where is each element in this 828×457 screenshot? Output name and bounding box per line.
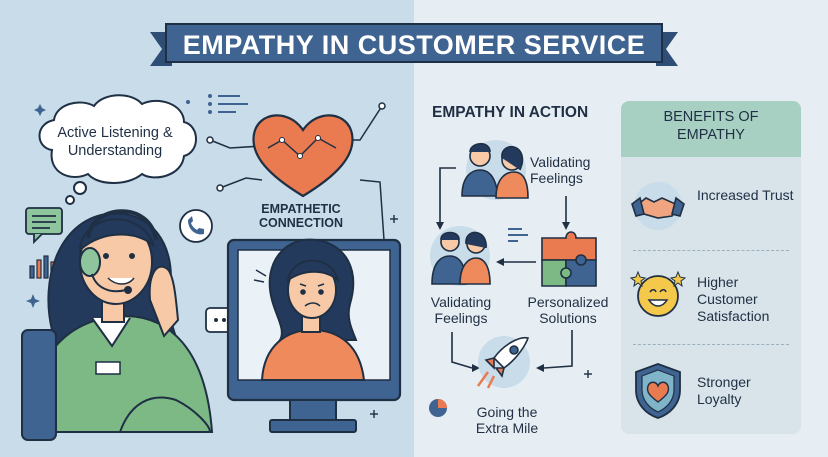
pie-chart-icon	[429, 399, 447, 417]
step-validating-feelings-1: Validating Feelings	[530, 154, 591, 186]
benefit-higher-satisfaction: Higher Customer Satisfaction	[697, 274, 770, 324]
people-comfort-icon	[461, 140, 529, 200]
smiley-stars-icon	[629, 270, 687, 317]
puzzle-icon	[541, 231, 597, 287]
agent-figure	[26, 209, 214, 433]
benefits-title: BENEFITS OF EMPATHY	[663, 109, 759, 143]
thought-bubble-text: Active Listening & Understanding	[57, 125, 173, 159]
chair	[21, 329, 57, 441]
phone-bubble-icon	[179, 209, 213, 243]
rocket-icon	[476, 336, 530, 389]
empathetic-connection-label: EMPATHETIC CONNECTION	[258, 202, 344, 230]
page-title: EMPATHY IN CUSTOMER SERVICE	[182, 29, 646, 60]
step-validating-feelings-2: Validating Feelings	[430, 294, 492, 326]
thought-cloud	[38, 94, 197, 205]
benefit-divider-2	[633, 344, 789, 345]
list-lines-icon	[508, 228, 528, 242]
people-hug-icon	[430, 226, 491, 286]
sparkle-icon	[26, 104, 46, 308]
benefit-stronger-loyalty: Stronger Loyalty	[697, 374, 751, 407]
plus-icons	[370, 215, 592, 418]
step-personalized-solutions: Personalized Solutions	[527, 294, 609, 326]
step-going-extra-mile: Going the Extra Mile	[475, 404, 539, 436]
handshake-icon	[631, 182, 685, 230]
action-section-title: EMPATHY IN ACTION	[432, 104, 589, 121]
heart-icon	[252, 114, 354, 198]
flow-arrows	[439, 167, 573, 369]
chat-message-icon	[25, 207, 63, 245]
arrow-heads	[436, 222, 570, 372]
benefit-increased-trust: Increased Trust	[697, 187, 794, 203]
dots-decoration	[186, 94, 248, 114]
benefits-header	[621, 101, 801, 157]
title-ribbon	[150, 23, 678, 66]
customer-figure	[253, 238, 366, 381]
benefit-divider-1	[633, 250, 789, 251]
heart-shield-icon	[635, 363, 681, 419]
